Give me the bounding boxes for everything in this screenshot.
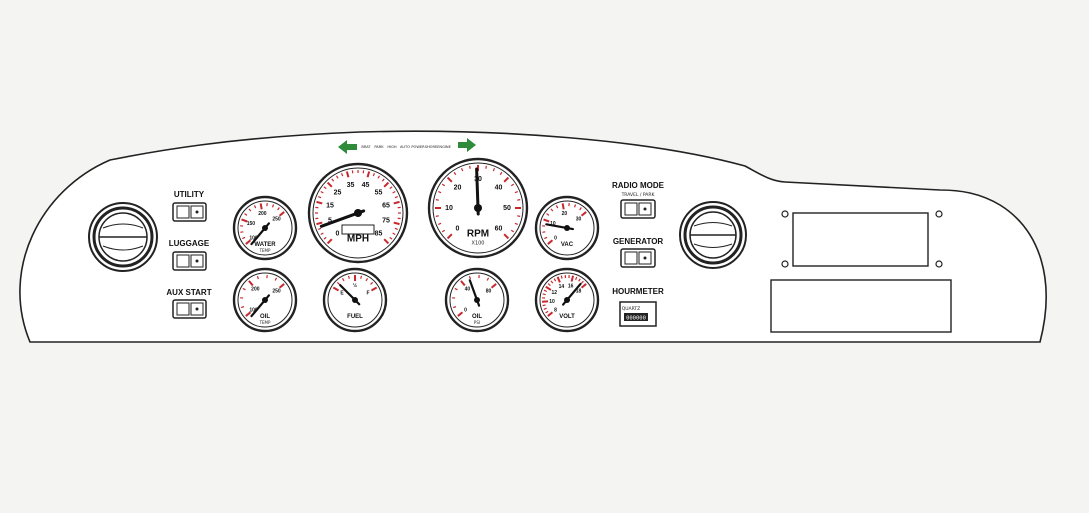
gauge-tick-label: 40: [495, 184, 503, 191]
switch-utility[interactable]: UTILITY: [172, 190, 207, 222]
gauge-tick-label: ½: [353, 282, 357, 289]
gauge-tick-label: 100: [249, 236, 258, 242]
gauge-tick-label: 15: [326, 202, 334, 209]
gauge-tick-label: 45: [362, 182, 370, 189]
gauge-tick-label: 20: [562, 211, 568, 217]
switch-utility-label: UTILITY: [174, 190, 205, 199]
gauge-tick-label: 60: [495, 226, 503, 233]
switch-generator-label: GENERATOR: [613, 237, 664, 246]
gauge-tick-label: 10: [550, 221, 556, 227]
indicator-label: AUTO: [400, 145, 410, 149]
gauge-label: RPM: [467, 228, 489, 239]
gauge-tick-label: 0: [554, 236, 557, 242]
gauge-tick-label: 35: [347, 182, 355, 189]
hourmeter-display: 000000: [626, 316, 646, 322]
gauge-tick-label: 85: [375, 231, 383, 238]
lower-cutout: [770, 279, 952, 333]
switch-luggage[interactable]: LUGGAGE: [169, 239, 210, 271]
gauge-tick-label: 30: [576, 216, 582, 222]
gauge-tick-label: E: [340, 291, 344, 297]
gauge-label: WATER: [254, 242, 276, 248]
gauge-tick-label: F: [366, 291, 369, 297]
gauge-sublabel: TEMP: [259, 248, 271, 253]
gauge-tick-label: 250: [272, 288, 281, 294]
gauge-tick-label: 100: [249, 308, 258, 314]
gauge-tick-label: 18: [576, 288, 582, 294]
indicator-label: HIGH: [387, 145, 397, 149]
gauge-tick-label: 150: [247, 221, 256, 227]
gauge-tick-label: 200: [251, 287, 260, 293]
switch-generator[interactable]: GENERATOR: [613, 237, 664, 268]
gauge-tick-label: 0: [456, 226, 460, 233]
gauge-tick-label: 50: [503, 205, 511, 212]
indicator-label: POWER: [411, 145, 425, 149]
gauge-tick-label: 20: [454, 184, 462, 191]
gauge-tick-label: 14: [559, 284, 565, 290]
left-air-vent[interactable]: [88, 202, 158, 272]
gauge-label: MPH: [347, 233, 369, 244]
gauge-label: OIL: [260, 314, 270, 320]
gauge-tick-label: 0: [336, 231, 340, 238]
hourmeter-label: HOURMETER: [612, 287, 664, 296]
gauge-tick-label: 250: [272, 216, 281, 222]
switch-aux-start-label: AUX START: [166, 288, 211, 297]
hourmeter: HOURMETER QUARTZ 000000: [612, 287, 664, 327]
gauge-tick-label: 16: [568, 283, 574, 289]
gauge-tick-label: 12: [551, 290, 557, 296]
left-arrow-icon: [338, 140, 357, 154]
gauge-sublabel: X100: [472, 240, 485, 246]
gauge-tick-label: 25: [334, 189, 342, 196]
gauge-tach: 0102030405060RPMX100: [427, 157, 529, 259]
radio-cutout: [781, 210, 943, 268]
gauge-tick-label: 5: [328, 218, 332, 225]
gauge-sublabel: TEMP: [259, 320, 271, 325]
gauge-label: VAC: [561, 242, 574, 248]
gauge-tick-label: 8: [554, 308, 557, 314]
gauge-tick-label: 200: [258, 211, 267, 217]
indicator-label: PARK: [374, 145, 384, 149]
odometer-window: [341, 224, 375, 235]
gauge-tick-label: 65: [382, 202, 390, 209]
switch-aux-start[interactable]: AUX START: [166, 288, 212, 319]
gauge-tick-label: 10: [549, 299, 555, 305]
right-arrow-icon: [458, 138, 476, 152]
switch-luggage-label: LUGGAGE: [169, 239, 210, 248]
indicator-label: SHORE: [425, 145, 438, 149]
gauge-label: FUEL: [347, 314, 363, 320]
indicator-label: BRAT: [361, 145, 371, 149]
gauge-tick-label: 55: [375, 189, 383, 196]
gauge-tick-label: 0: [464, 308, 467, 314]
switch-radio-mode-sublabel: TRAVEL / PARK: [621, 192, 656, 198]
gauge-label: VOLT: [559, 314, 575, 320]
hourmeter-sublabel: QUARTZ: [622, 306, 641, 312]
right-air-vent[interactable]: [679, 201, 747, 269]
gauge-tick-label: 10: [445, 205, 453, 212]
gauge-fuel: E ½ F FUEL: [322, 267, 388, 333]
gauge-tick-label: 80: [486, 288, 492, 294]
switch-radio-mode[interactable]: RADIO MODE TRAVEL / PARK: [612, 181, 665, 219]
indicator-label: ENGINE: [437, 145, 451, 149]
gauge-tick-label: 75: [382, 218, 390, 225]
gauge-label: OIL: [472, 314, 482, 320]
gauge-tick-label: 40: [465, 287, 471, 293]
switch-radio-mode-label: RADIO MODE: [612, 181, 665, 190]
gauge-sublabel: PSI: [474, 320, 480, 325]
